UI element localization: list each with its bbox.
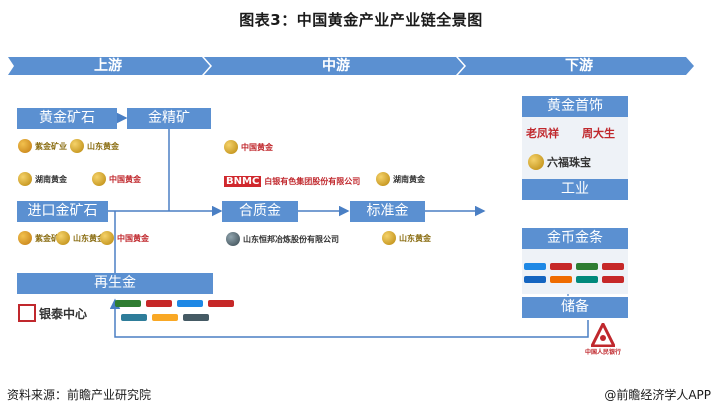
bank-logo-icon xyxy=(115,300,141,307)
logo-zhongjin-mid-text: 中国黄金 xyxy=(241,142,273,152)
coins-panel xyxy=(522,249,628,294)
logo-pboc: 中国人民银行 xyxy=(585,323,621,356)
coin-icon xyxy=(528,154,544,170)
coin-icon xyxy=(18,231,32,245)
logo-laofengxiang-text: 老凤祥 xyxy=(526,127,559,140)
upstream-chevron xyxy=(8,57,210,75)
logo-shandong-text: 山东黄金 xyxy=(87,141,119,151)
coin-icon xyxy=(376,172,390,186)
bank-logo-icon xyxy=(152,314,178,321)
coin-icon xyxy=(56,231,70,245)
coin-icon xyxy=(70,139,84,153)
logo-hengbang: 山东恒邦冶炼股份有限公司 xyxy=(226,232,339,246)
logo-hunan-text: 湖南黄金 xyxy=(35,174,67,184)
box-standard-gold: 标准金 xyxy=(350,201,425,222)
box-recycled-gold: 再生金 xyxy=(17,273,213,294)
stage-downstream: 下游 xyxy=(565,58,593,74)
bank-logo-icon xyxy=(550,263,572,270)
logo-bnmc-text: 白银有色集团股份有限公司 xyxy=(264,177,361,186)
recycler-logos-row1 xyxy=(115,300,234,307)
stage-upstream: 上游 xyxy=(94,58,122,74)
bank-logo-icon xyxy=(602,263,624,270)
logo-shandong-gold-2: 山东黄金 xyxy=(56,231,105,245)
logo-zhongjin-mid: 中国黄金 xyxy=(224,140,273,154)
pboc-emblem-icon xyxy=(591,323,615,347)
logo-shandong-gold: 山东黄金 xyxy=(70,139,119,153)
logo-hengbang-text: 山东恒邦冶炼股份有限公司 xyxy=(243,234,339,244)
arrow-reserves-to-recycled xyxy=(109,298,589,338)
bank-logo-icon xyxy=(524,276,546,283)
logo-zijin-2-text: 紫金矿业 xyxy=(35,233,67,243)
logo-shandong-gold-mid: 山东黄金 xyxy=(382,231,431,245)
box-industry: 工业 xyxy=(522,179,628,200)
bank-logo-icon xyxy=(208,300,234,307)
logo-zhongjin: 中国黄金 xyxy=(92,172,141,186)
box-gold-ore: 黄金矿石 xyxy=(17,108,117,129)
coin-bank-logos-row1 xyxy=(524,263,624,270)
stage-chevrons xyxy=(8,57,694,75)
bank-logo-icon xyxy=(550,276,572,283)
coin-icon xyxy=(18,139,32,153)
logo-zhongjin-2: 中国黄金 xyxy=(100,231,149,245)
logo-hunan-gold: 湖南黄金 xyxy=(18,172,67,186)
coin-icon xyxy=(92,172,106,186)
chart-title: 图表3：中国黄金产业产业链全景图 xyxy=(239,11,483,29)
bank-logo-icon xyxy=(177,300,203,307)
bank-logo-icon xyxy=(576,276,598,283)
logo-shandong-mid-text: 山东黄金 xyxy=(399,233,431,243)
logo-zhongjin-2-text: 中国黄金 xyxy=(117,233,149,243)
logo-laofengxiang: 老凤祥 xyxy=(526,125,559,141)
coin-icon xyxy=(224,140,238,154)
bank-logo-icon xyxy=(146,300,172,307)
credit-note: @前瞻经济学人APP xyxy=(604,388,711,402)
bank-logo-icon xyxy=(121,314,147,321)
logo-bnmc: BNMC 白银有色集团股份有限公司 xyxy=(224,176,360,187)
logo-bnmc-mark: BNMC xyxy=(224,176,262,187)
downstream-chevron xyxy=(458,57,694,75)
box-gold-concentrate: 金精矿 xyxy=(127,108,211,129)
box-alloy-gold: 合质金 xyxy=(222,201,298,222)
logo-liufu-text: 六福珠宝 xyxy=(547,156,591,169)
box-coins-bars: 金币金条 xyxy=(522,228,628,249)
logo-hunan-mid-text: 湖南黄金 xyxy=(393,174,425,184)
logo-yintai: 银泰中心 xyxy=(18,304,87,322)
midstream-chevron xyxy=(204,57,464,75)
logo-chowtaiseng-text: 周大生 xyxy=(582,127,615,140)
yintai-icon xyxy=(18,304,36,322)
bank-logo-icon xyxy=(602,276,624,283)
stage-banner: 上游 中游 下游 xyxy=(8,57,694,75)
box-imported-ore: 进口金矿石 xyxy=(17,201,108,222)
bank-logo-icon xyxy=(576,263,598,270)
stage-midstream: 中游 xyxy=(322,58,350,74)
coin-icon xyxy=(226,232,240,246)
recycler-logos-row2 xyxy=(121,314,209,321)
coin-icon xyxy=(18,172,32,186)
logo-pboc-text: 中国人民银行 xyxy=(585,349,622,356)
box-jewelry: 黄金首饰 xyxy=(522,96,628,117)
logo-zijin: 紫金矿业 xyxy=(18,139,67,153)
coin-icon xyxy=(382,231,396,245)
coin-bank-logos-row2 xyxy=(524,276,624,283)
source-note: 资料来源：前瞻产业研究院 xyxy=(7,388,152,402)
logo-yintai-text: 银泰中心 xyxy=(39,306,88,321)
logo-hunan-gold-mid: 湖南黄金 xyxy=(376,172,425,186)
bank-logo-icon xyxy=(183,314,209,321)
logo-chowtaiseng: 周大生 xyxy=(582,125,615,141)
coin-icon xyxy=(100,231,114,245)
logo-shandong-2-text: 山东黄金 xyxy=(73,233,105,243)
logo-zijin-2: 紫金矿业 xyxy=(18,231,67,245)
logo-liufu: 六福珠宝 xyxy=(528,154,591,170)
logo-zhongjin-text: 中国黄金 xyxy=(109,174,141,184)
box-reserves: 储备 xyxy=(522,297,628,318)
logo-zijin-text: 紫金矿业 xyxy=(35,141,67,151)
bank-logo-icon xyxy=(524,263,546,270)
